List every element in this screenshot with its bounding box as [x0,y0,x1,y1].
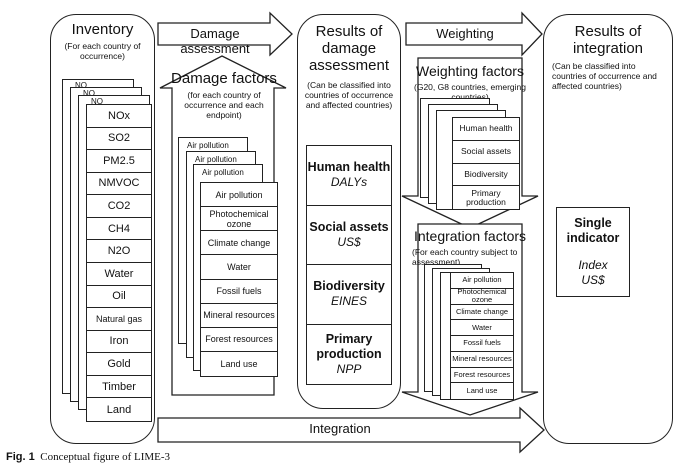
inventory-item: CO2 [87,195,151,218]
damage-factor-item: Water [201,255,277,280]
endpoint-name: Primary production [316,331,382,361]
single-indicator-name: Single indicator [566,216,620,245]
damage-factor-item: Land use [220,358,258,369]
inventory-title: Inventory [71,21,134,38]
endpoint-name: Social assets [309,219,389,234]
integration-factors-title: Integration factors [413,228,527,244]
inventory-item: Timber [87,376,151,399]
inventory-item: NOx [87,105,151,128]
damage-assessment-arrow [157,11,293,57]
damage-factor-item: Climate change [201,231,277,256]
endpoint-unit: EINES [330,294,367,309]
damage-factors-subtitle: (for each country of occurrence and each… [184,90,264,120]
weighting-factor-item: Primary production [466,187,506,207]
inventory-peek-label: NO [91,97,103,106]
endpoint-unit: DALYs [330,175,368,190]
damage-factor-item: Forest resources [201,328,277,352]
weighting-label: Weighting [436,26,494,41]
figure-caption: Fig. 1 Conceptual figure of LIME-3 [6,451,170,463]
integration-factor-item: Fossil fuels [451,336,513,352]
inventory-item: CH4 [87,218,151,241]
single-indicator-unit-index: Index [578,258,608,272]
endpoint-unit: NPP [336,361,362,376]
damage-peek-label: Air pollution [195,155,237,164]
damage-peek-label: Air pollution [187,141,229,150]
inventory-item: Land [106,403,132,416]
figure-label: Fig. 1 [6,451,35,463]
results-integration-title: Results of integration [572,23,644,57]
weighting-factors-title: Weighting factors [416,63,524,79]
figure-caption-text: Conceptual figure of LIME-3 [40,451,171,463]
weighting-arrow [405,11,543,57]
inventory-item: Natural gas [87,308,151,331]
inventory-subtitle: (For each country of occurrence) [64,41,141,61]
integration-factor-item: Climate change [451,305,513,321]
single-indicator-box: Single indicator Index US$ [556,207,630,297]
inventory-peek-label: NO [75,81,87,90]
damage-factor-item: Mineral resources [201,304,277,328]
weighting-factor-item: Biodiversity [453,164,519,187]
damage-factor-item: Air pollution [201,183,277,208]
inventory-item: Gold [87,353,151,376]
inventory-item: NMVOC [87,173,151,196]
endpoint-unit: US$ [337,234,361,249]
damage-factors-title: Damage factors [171,70,277,87]
results-integration-subtitle: (Can be classified into countries of occ… [552,61,657,91]
endpoint-name: Biodiversity [313,279,385,294]
integration-factor-item: Forest resources [451,368,513,384]
inventory-item: PM2.5 [87,150,151,173]
inventory-item: N2O [87,240,151,263]
integration-factor-item: Air pollution [451,273,513,289]
inventory-item: Oil [87,286,151,309]
inventory-peek-label: NO [83,89,95,98]
inventory-item: SO2 [87,128,151,151]
damage-peek-label: Air pollution [202,168,244,177]
weighting-factor-item: Human health [453,118,519,141]
single-indicator-unit-usd: US$ [581,273,605,287]
integration-factor-item: Water [451,320,513,336]
inventory-item: Water [87,263,151,286]
results-damage-title: Results of damage assessment [308,23,390,74]
results-damage-subtitle: (Can be classified into countries of occ… [304,80,394,110]
inventory-item: Iron [87,331,151,354]
integration-label: Integration [309,421,371,436]
damage-factor-item: Fossil fuels [201,280,277,304]
damage-factor-item: Photochemical ozone [201,207,277,232]
weighting-factor-item: Social assets [453,141,519,164]
integration-factors-subtitle: (For each country subject to assessment) [412,247,518,267]
integration-arrow [157,406,545,454]
integration-factor-item: Land use [466,386,498,396]
endpoint-name: Human health [307,160,391,175]
damage-assessment-label: Damage assessment [180,26,250,56]
integration-factor-item: Photochemical ozone [451,288,513,305]
integration-factor-item: Mineral resources [451,352,513,368]
weighting-factors-subtitle: (G20, G8 countries, emerging countries) [414,82,526,102]
